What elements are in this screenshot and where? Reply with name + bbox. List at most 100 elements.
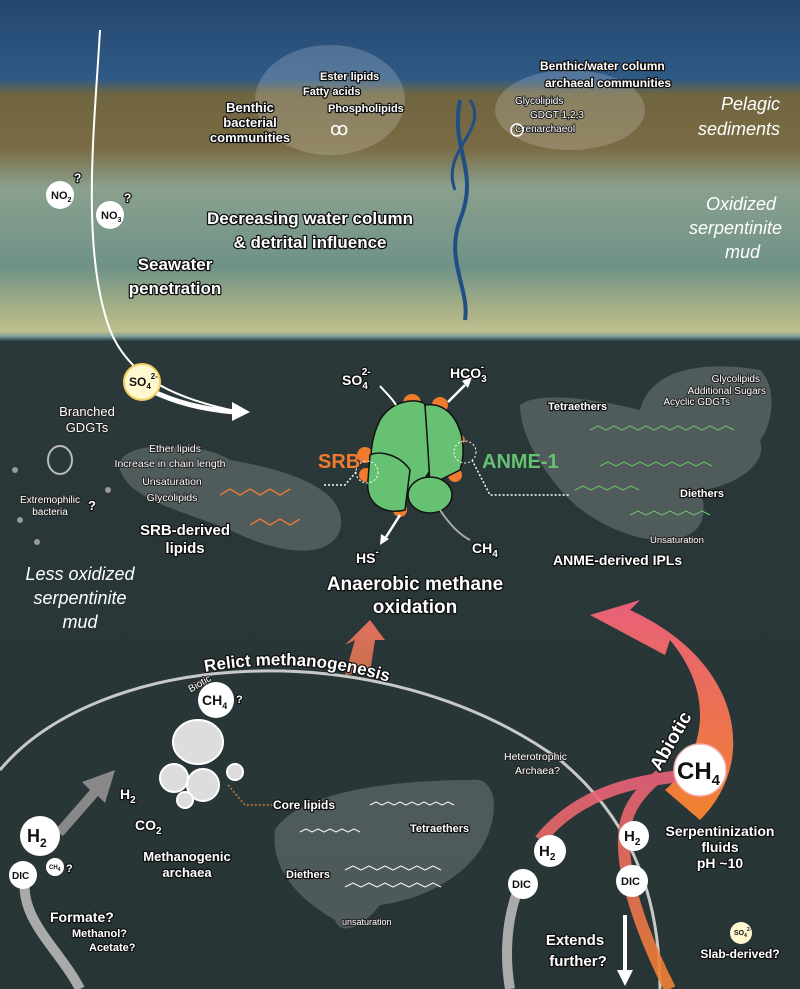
acetate-label: Acetate? <box>89 942 136 954</box>
extremophilic-label: Extremophilic <box>20 495 80 506</box>
less-oxidized-label: mud <box>62 612 98 632</box>
small-ch4-badge: CH4 ? <box>46 858 74 876</box>
diethers-label: Diethers <box>680 488 724 500</box>
core-unsaturation-label: unsaturation <box>342 917 392 927</box>
decreasing-label: & detrital influence <box>233 233 386 252</box>
lipid-label: Crenarchaeol <box>515 124 575 135</box>
srb-lipid-blob <box>119 446 342 551</box>
pelagic-label: sediments <box>698 119 780 139</box>
arrow-head <box>232 402 250 421</box>
archaeal-lipid-blob <box>495 70 645 150</box>
srb-lipids-title: lipids <box>165 540 204 557</box>
svg-text:?: ? <box>66 863 73 875</box>
big-h2-badge: H2 <box>20 816 60 856</box>
svg-text:Decreasing water column& detri: Decreasing water column& detrital influe… <box>207 209 413 252</box>
cell-dot <box>17 517 23 523</box>
serpentinization-label: fluids <box>701 839 739 855</box>
srb-lipid-feature: Glycolipids <box>147 492 198 504</box>
branched-gdgts-label: GDGTs <box>66 420 109 435</box>
bacterium-icon: ꝏ <box>330 119 348 139</box>
svg-text:H2: H2 <box>624 828 641 848</box>
core-diethers-label: Diethers <box>286 869 330 881</box>
arrow-head <box>380 534 389 545</box>
less-oxidized-label: Less oxidized <box>25 564 135 584</box>
archaeon-icon <box>510 123 524 137</box>
water-flow-line <box>453 99 470 321</box>
heterotrophic-label: Heterotrophic <box>504 751 567 763</box>
methanogen-cell <box>159 719 244 809</box>
aom-title: Anaerobic methane <box>327 574 503 595</box>
slab-derived-label: Slab-derived? <box>700 947 779 961</box>
oxidized-mud-label: serpentinite <box>689 218 782 238</box>
oxidized-mud-label: Oxidized <box>706 194 777 214</box>
aom-consortium <box>355 394 477 517</box>
extends-label: Extends <box>546 932 604 949</box>
sulfide-out-arrow <box>384 514 402 538</box>
sulfate-in-arrow <box>379 385 397 406</box>
less-oxidized-label: serpentinite <box>33 588 126 608</box>
svg-text:DIC: DIC <box>512 879 531 891</box>
oxidized-mud-label: mud <box>725 242 761 262</box>
svg-text:Acyclic GDGTs: Acyclic GDGTs <box>663 397 730 408</box>
aom-hco3: HCO3- <box>450 362 487 385</box>
slab-so4-badge: SO42- <box>730 922 752 944</box>
srb-lipids-title: SRB-derived <box>140 522 230 539</box>
abiotic-flux-path <box>535 769 691 989</box>
methanol-label: Methanol? <box>72 928 127 940</box>
methanogen-h2: H2 <box>120 786 136 806</box>
svg-text:CH4: CH4 <box>677 758 721 789</box>
srb-lipid-feature: Ether lipids <box>149 443 201 455</box>
relict-flux-arrow <box>345 620 385 675</box>
serpentinization-label: pH ~10 <box>697 855 744 871</box>
biotic-ch4-badge: CH4 ? Biotic <box>186 672 244 718</box>
anme-lipids-title: ANME-derived IPLs <box>553 552 682 568</box>
so4-badge: SO42- <box>123 363 161 401</box>
svg-text:?: ? <box>74 171 81 185</box>
methanogen-label: archaea <box>162 865 212 880</box>
cell-dot <box>12 467 18 473</box>
svg-text:Additional Sugars: Additional Sugars <box>688 386 766 397</box>
svg-text:NO2: NO2 <box>51 190 72 204</box>
svg-text:?: ? <box>124 191 131 205</box>
water-flow-line <box>450 99 477 191</box>
svg-text:DIC: DIC <box>12 871 29 882</box>
unsaturation-label: Unsaturation <box>650 535 704 546</box>
methanogen-co2: CO2 <box>135 817 162 837</box>
cell-dot <box>34 539 40 545</box>
heterotrophic-label: Archaea? <box>515 765 560 777</box>
tetraethers-label: Tetraethers <box>548 401 607 413</box>
serp-dic-badge: DIC <box>616 865 648 897</box>
anme-label: ANME-1 <box>482 451 559 473</box>
srb-connector <box>322 471 357 486</box>
branched-gdgts-label: Branched <box>59 404 115 419</box>
substrate-arrow <box>55 770 115 836</box>
seawater-path <box>90 29 241 413</box>
extremophilic-label: bacteria <box>32 507 68 518</box>
relict-h2-badge: H2 <box>534 835 566 867</box>
anme-lipid-structure <box>574 425 735 516</box>
srb-lipid-structure <box>219 488 301 526</box>
aom-title: oxidation <box>373 597 457 618</box>
aom-so4: SO42- <box>342 367 371 392</box>
srb-label: SRB <box>318 451 360 473</box>
core-tetraethers-label: Tetraethers <box>410 823 469 835</box>
core-lipids-label: Core lipids <box>273 798 335 812</box>
lipid-label: Ester lipids <box>320 71 379 83</box>
question-mark: ? <box>88 498 96 513</box>
svg-text:H2: H2 <box>27 826 47 850</box>
pelagic-label: Pelagic <box>721 94 780 114</box>
core-lipid-structure <box>299 801 455 888</box>
svg-text:DIC: DIC <box>621 876 640 888</box>
anme-lipid-blob <box>520 366 772 540</box>
